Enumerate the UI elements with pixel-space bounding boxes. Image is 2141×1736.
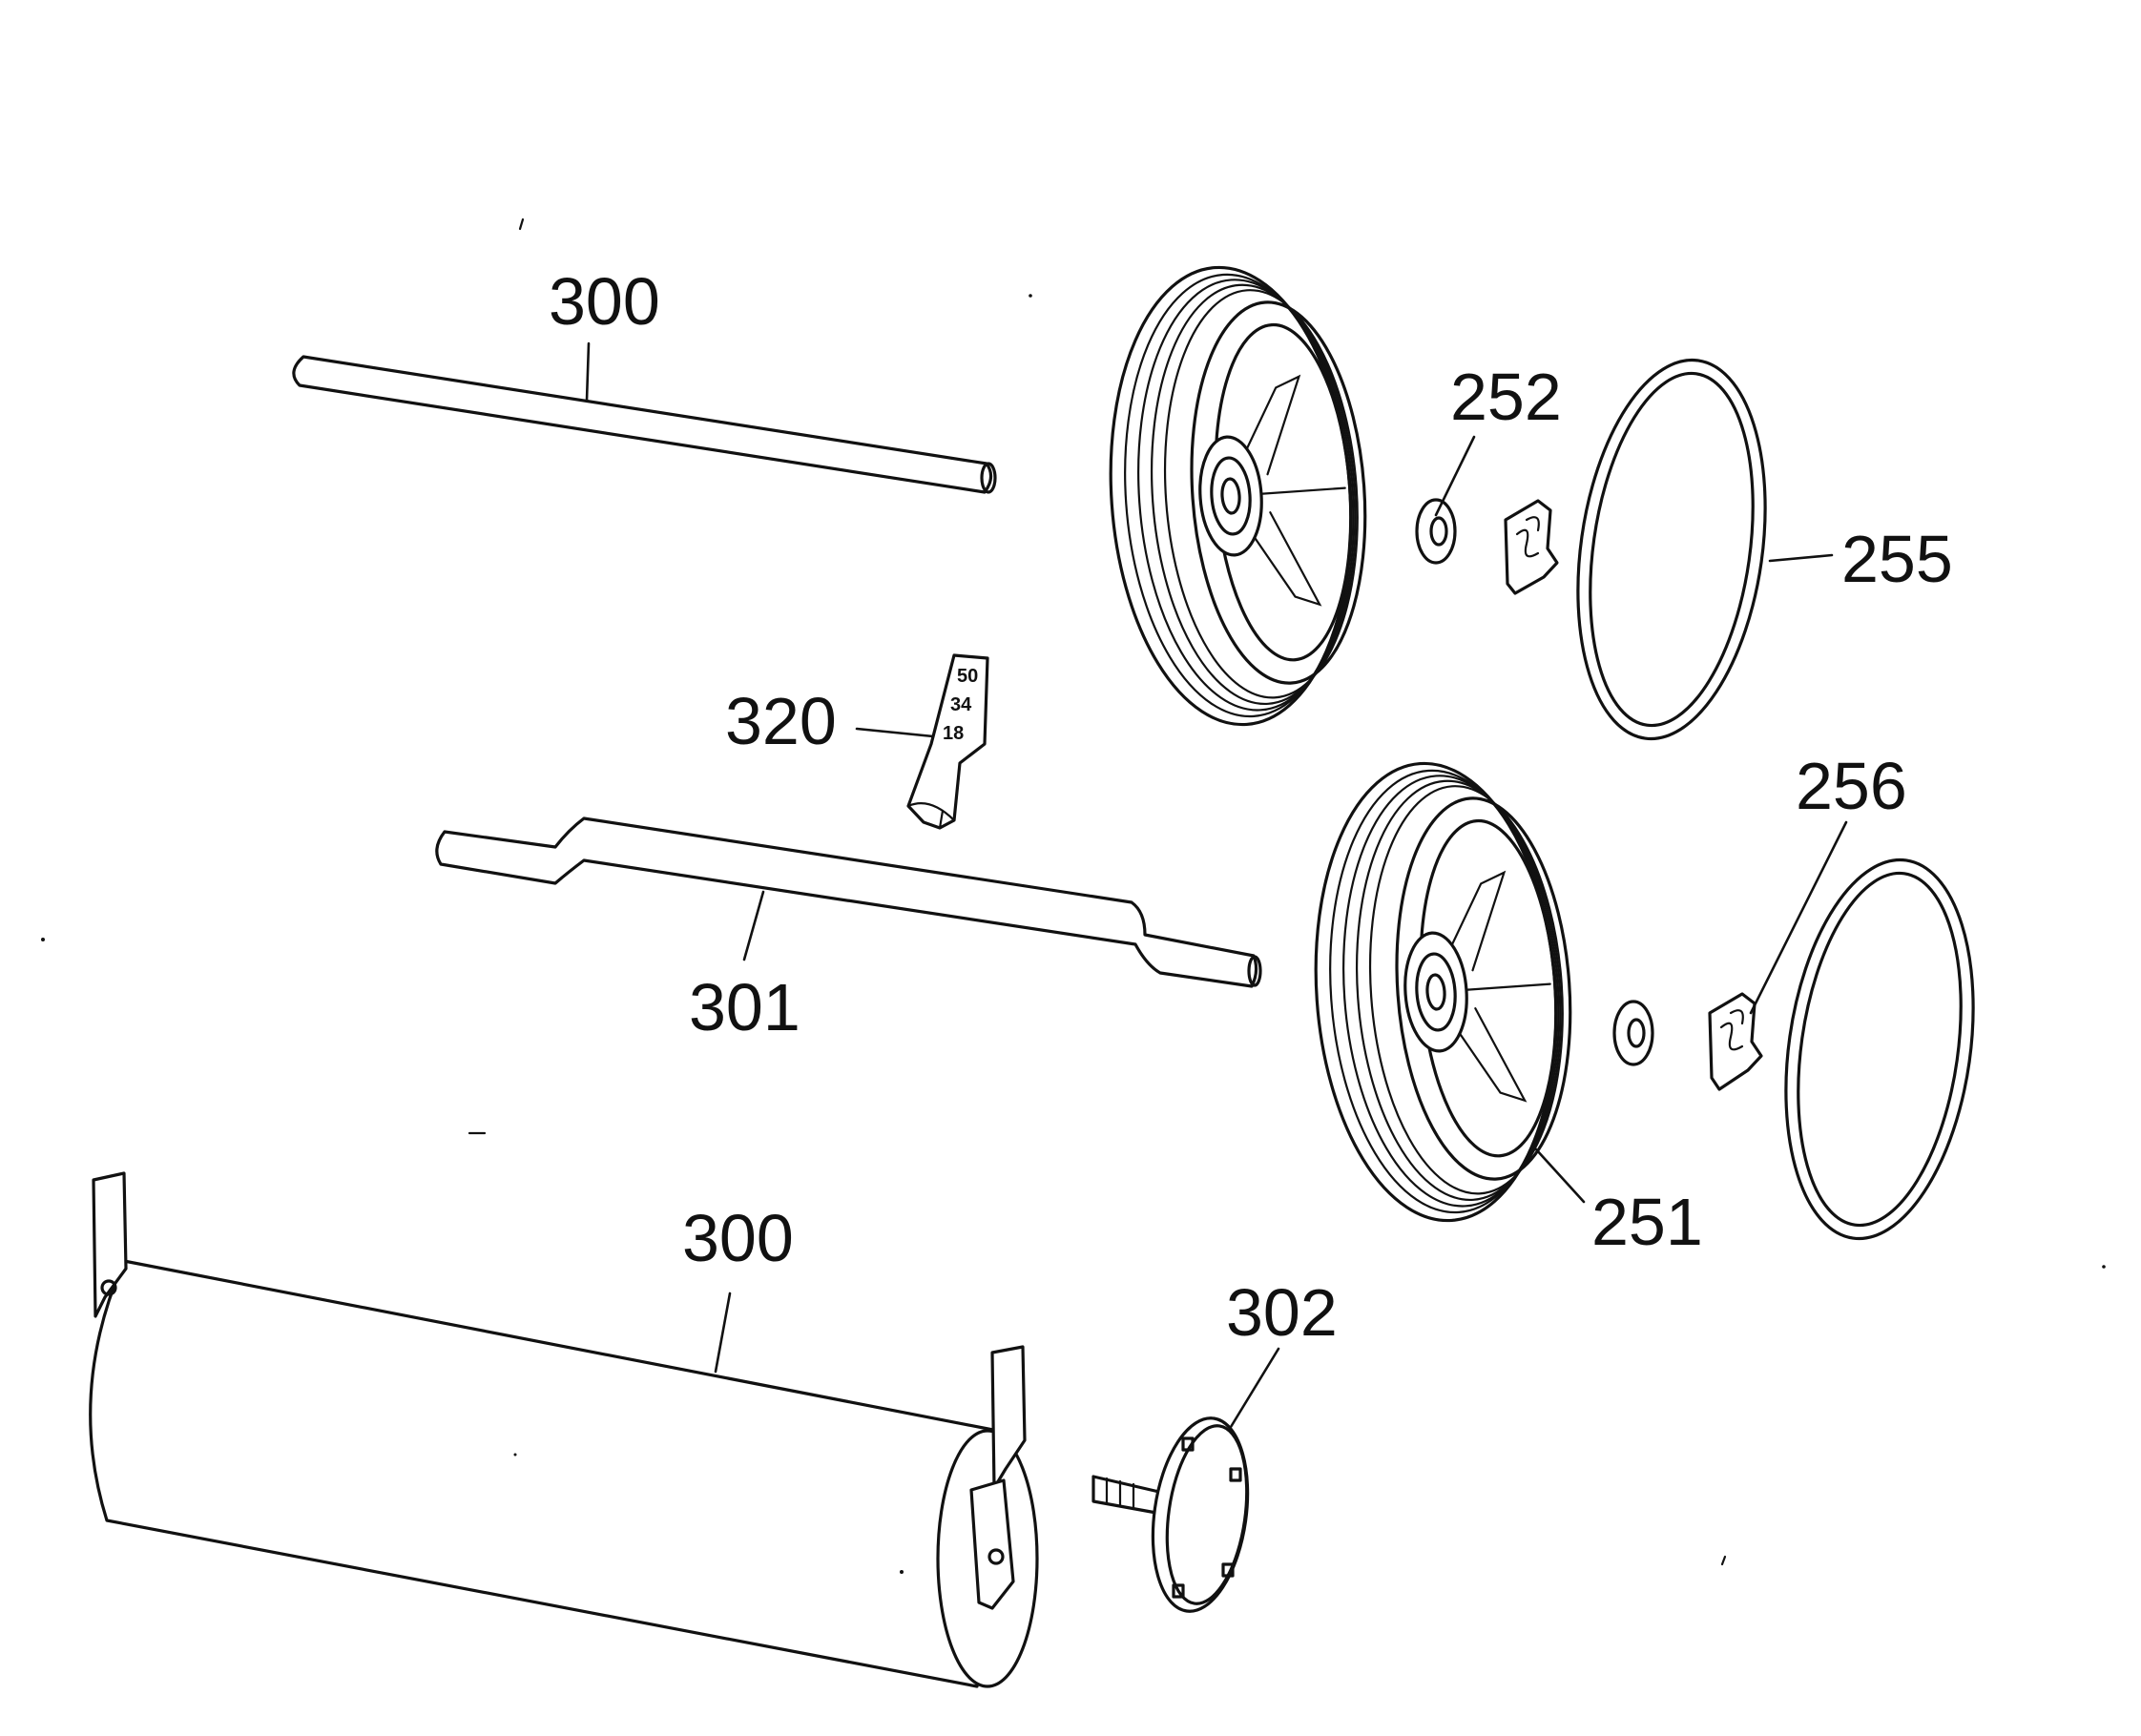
scale-mark-50: 50 (957, 666, 978, 687)
height-indicator: 50 34 18 (906, 653, 989, 830)
scale-mark-18: 18 (943, 723, 964, 744)
callout-255-hubcap: 255 (1841, 522, 1953, 596)
hubcap-ring-bottom (1784, 858, 1975, 1241)
scale-mark-34: 34 (950, 694, 972, 715)
callout-251-wheel: 251 (1591, 1185, 1703, 1259)
washer-bottom (1612, 1000, 1654, 1066)
callout-300-roller: 300 (682, 1201, 794, 1275)
spring-clip-top (1504, 499, 1559, 595)
wheel-bottom (1314, 761, 1572, 1223)
washer-top (1415, 498, 1457, 565)
callout-320-indicator: 320 (725, 684, 837, 758)
leader-lines (585, 341, 1848, 1429)
wheel-top (1109, 265, 1367, 727)
spring-clip-bottom (1708, 992, 1763, 1091)
axle-rod-top (292, 355, 997, 494)
hubcap-ring-top (1576, 358, 1767, 741)
scan-specks (41, 217, 2106, 1574)
callout-301-bent-axle: 301 (689, 970, 800, 1044)
callout-302-end-cap: 302 (1226, 1275, 1338, 1350)
callout-300-axle: 300 (549, 264, 660, 339)
axle-bent (435, 816, 1262, 988)
roller-end-cap (1091, 1416, 1250, 1613)
callout-252-washer: 252 (1450, 360, 1562, 434)
callout-256-hubcap: 256 (1796, 749, 1907, 823)
roller-drum (89, 1171, 1039, 1688)
callouts: 300 252 255 320 301 256 251 300 302 (549, 264, 1953, 1350)
